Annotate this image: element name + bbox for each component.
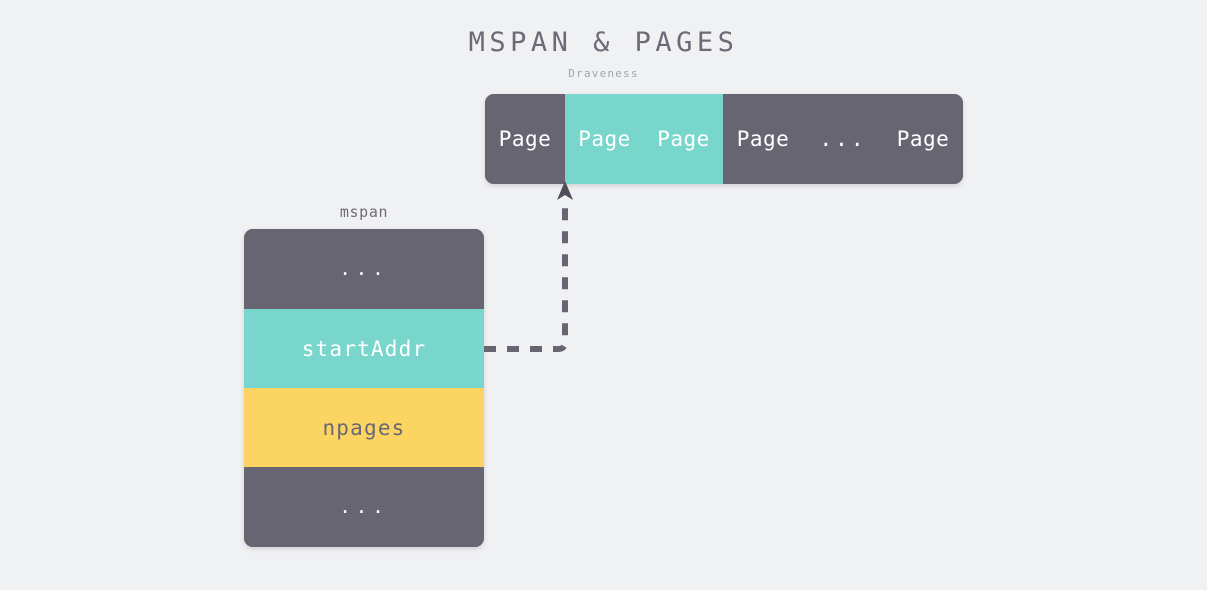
page-cell: Page [485,94,565,184]
page-cell: Page [565,94,644,184]
mspan-label: mspan [339,203,389,221]
page-cell: Page [883,94,963,184]
mspan-field-row: ... [244,467,484,547]
page-cell: Page [644,94,723,184]
title-block: MSPAN & PAGES Draveness [0,26,1207,81]
mspan-field-row: npages [244,388,484,467]
startaddr-to-page-dashed-line [484,199,568,352]
mspan-field-row: ... [244,229,484,309]
page-title: MSPAN & PAGES [468,27,739,58]
page-cell: Page [723,94,803,184]
page-cell: ... [803,94,883,184]
page-subtitle: Draveness [568,67,639,80]
mspan-field-row: startAddr [244,309,484,388]
